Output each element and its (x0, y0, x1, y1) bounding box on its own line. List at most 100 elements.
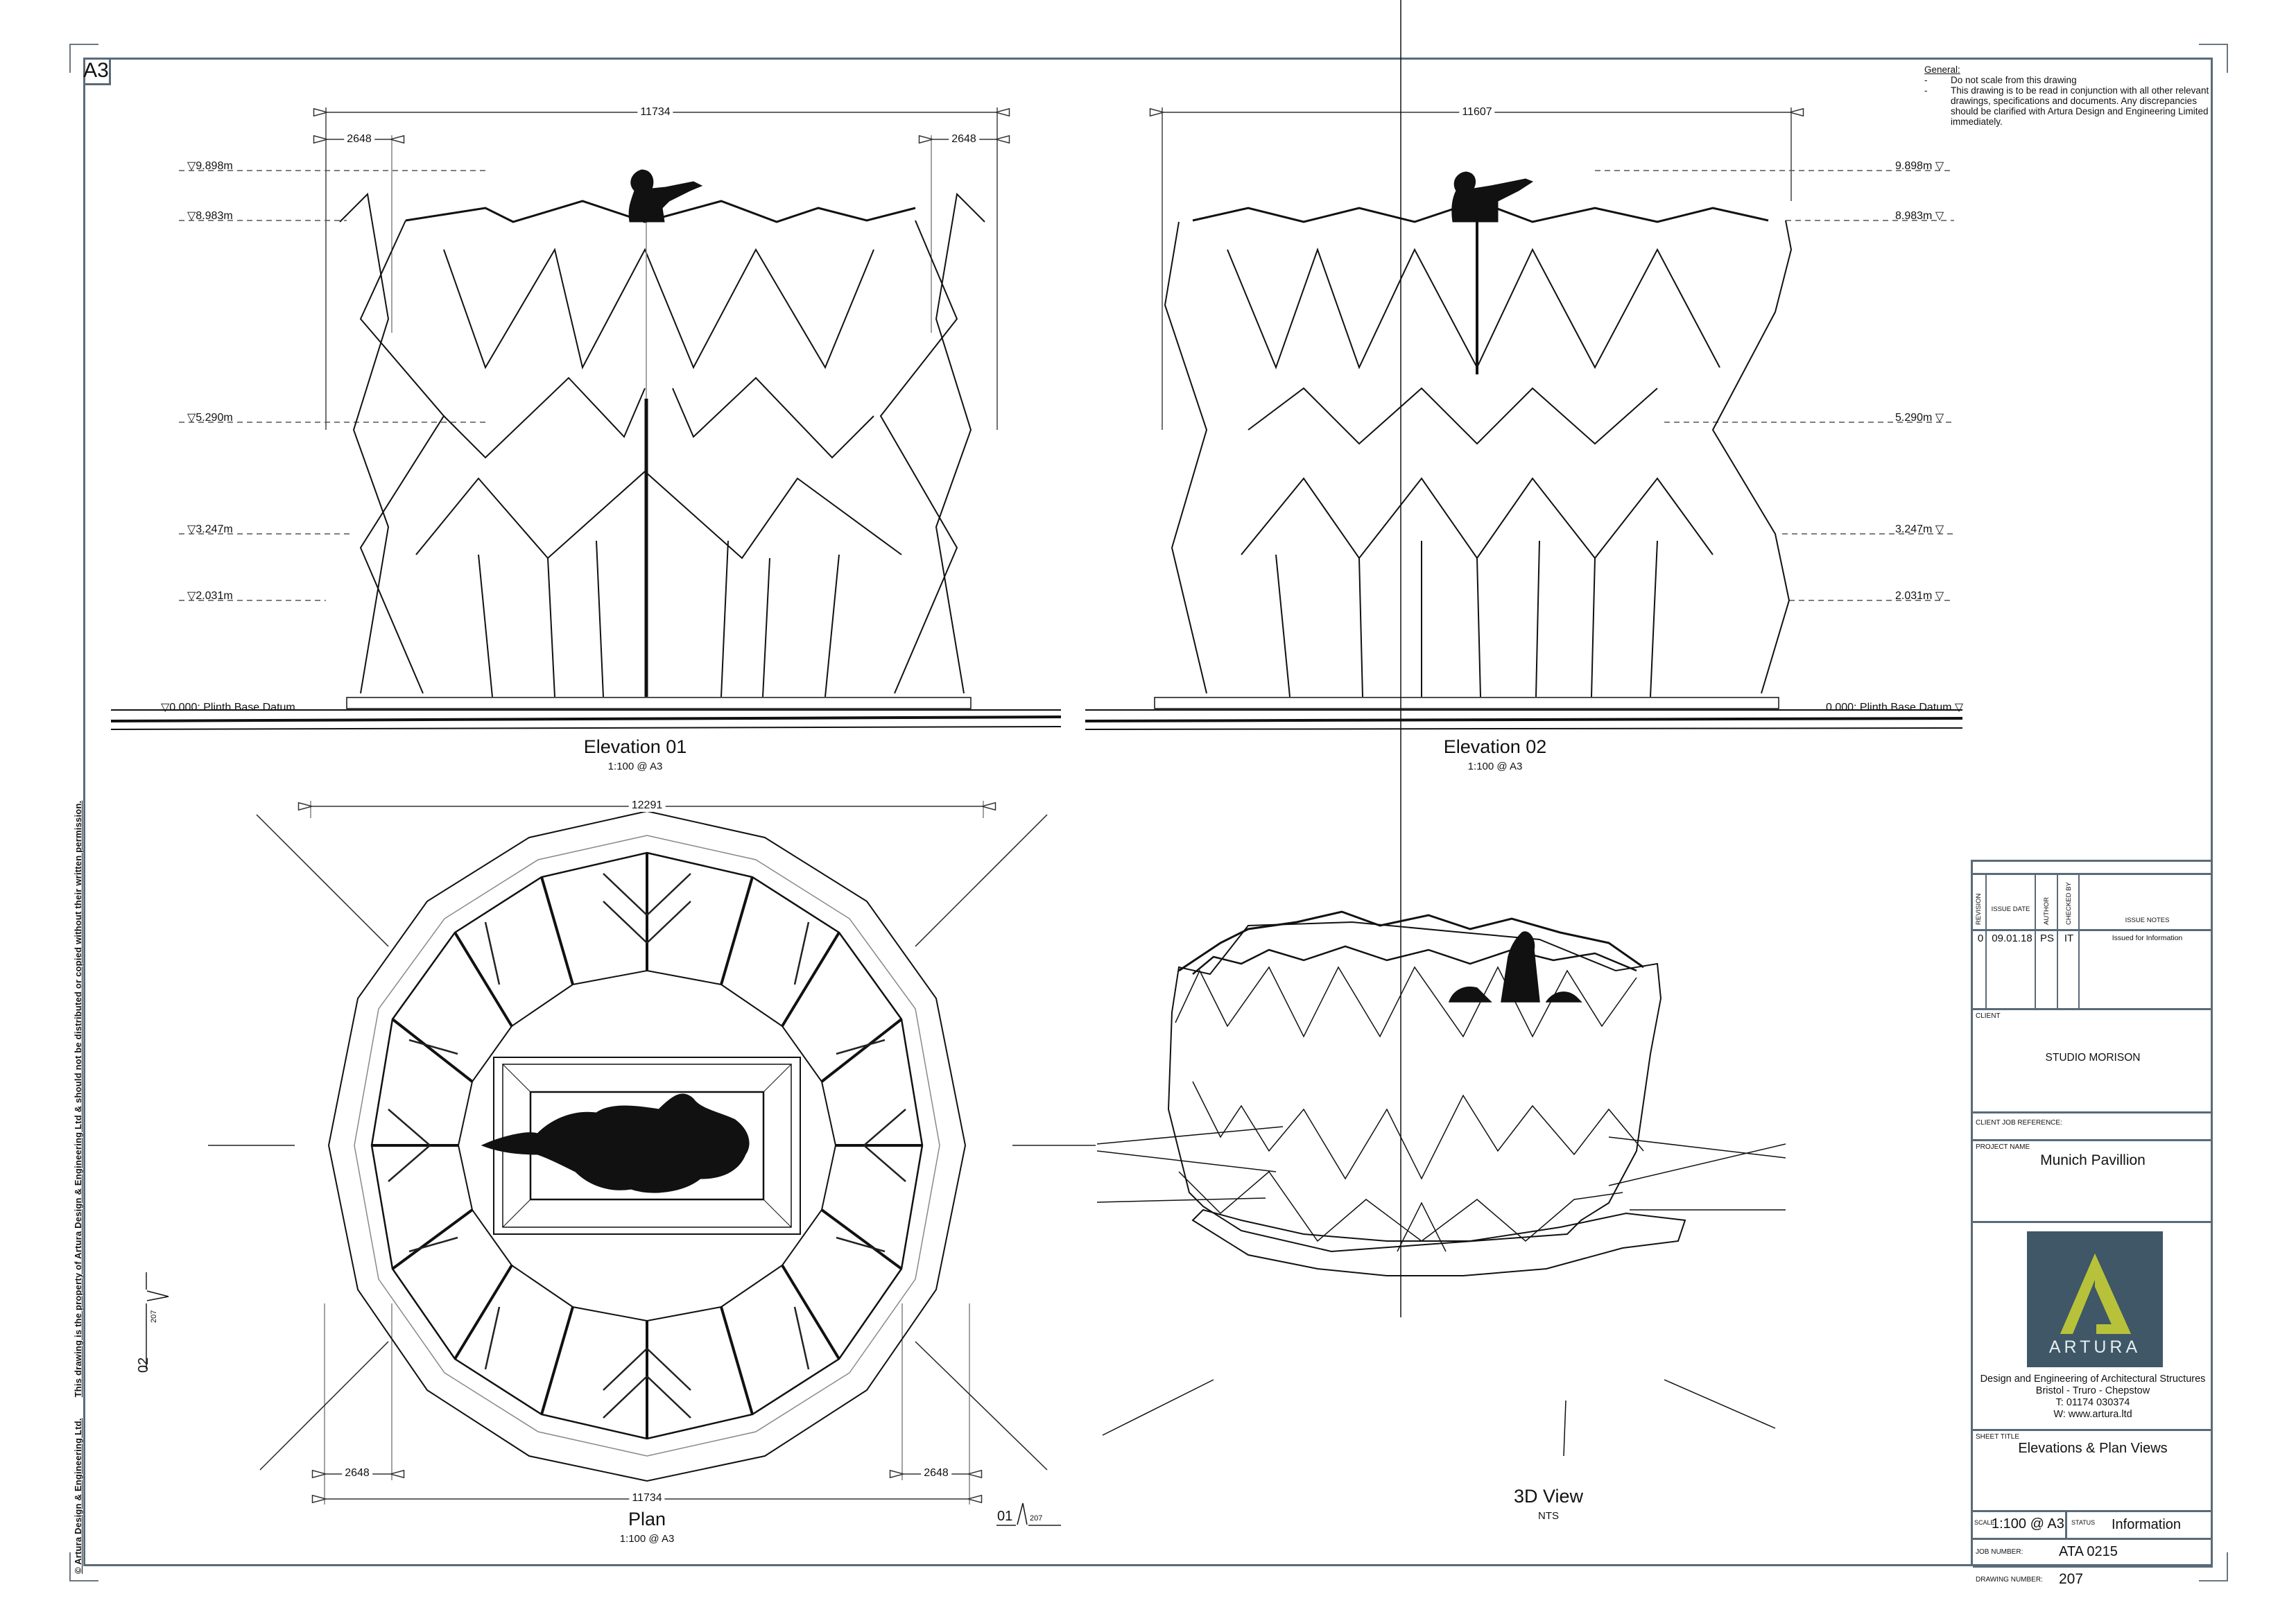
plan-left-dim: 2648 (342, 1467, 372, 1480)
job-number-row: JOB NUMBER: ATA 0215 (1973, 1540, 2213, 1568)
revision-header: REVISION (1975, 893, 1983, 925)
plan-caption: Plan 1:100 @ A3 (620, 1509, 675, 1545)
plan-drawing (208, 801, 1096, 1505)
client-label: CLIENT (1976, 1012, 2001, 1020)
elev01-level-5290: ▽5.290m (187, 412, 233, 424)
company-locations: Bristol - Truro - Chepstow (2035, 1385, 2150, 1396)
job-number: ATA 0215 (2059, 1544, 2118, 1559)
revision-value: 0 (1977, 933, 1984, 944)
note-item: This drawing is to be read in conjunctio… (1951, 85, 2209, 127)
title-block: REVISION ISSUE DATE AUTHOR CHECKED BY IS… (1971, 860, 2213, 1587)
artura-logo: ARTURA (2027, 1231, 2163, 1367)
revision-col: REVISION (1973, 875, 1987, 1008)
elev02-level-2031: 2.031m ▽ (1895, 590, 1944, 602)
plan-top-dim: 12291 (628, 799, 666, 812)
author-col: AUTHOR (2036, 875, 2058, 1008)
elev02-overall-dim: 11607 (1459, 106, 1495, 119)
author-header: AUTHOR (2043, 896, 2051, 925)
section-marker-02-number: 02 (136, 1357, 151, 1373)
revision-table: REVISION ISSUE DATE AUTHOR CHECKED BY IS… (1973, 875, 2213, 1010)
sculpture-silhouette (628, 169, 703, 223)
issue-notes-value: Issued for Information (2112, 934, 2183, 942)
company-website: W: www.artura.ltd (2053, 1409, 2132, 1420)
view-3d-title: 3D View (1513, 1486, 1584, 1507)
elev01-level-2031: ▽2.031m (187, 590, 233, 602)
drawing-number-label: DRAWING NUMBER: (1976, 1576, 2043, 1584)
elev02-datum: 0.000: Plinth Base Datum ▽ (1826, 702, 1964, 713)
title-block-top-strip (1973, 860, 2213, 875)
elevation-01-title: Elevation 01 (583, 736, 687, 757)
section-marker-01-sheet: 207 (1030, 1514, 1043, 1523)
client-name: STUDIO MORISON (2045, 1052, 2141, 1064)
elev01-overall-dim: 11734 (637, 106, 673, 119)
project-name-section: PROJECT NAME Munich Pavillion (1973, 1141, 2213, 1223)
sculpture-silhouette (1451, 171, 1534, 223)
crop-mark-top-left (69, 44, 98, 73)
issue-notes-header: ISSUE NOTES (2125, 917, 2170, 924)
company-phone: T: 01174 030374 (2055, 1397, 2130, 1408)
elevation-02-caption: Elevation 02 1:100 @ A3 (1444, 736, 1547, 772)
drawing-number-row: DRAWING NUMBER: 207 (1973, 1568, 2213, 1594)
checked-by-col: CHECKED BY (2058, 875, 2080, 1008)
general-notes: General: -Do not scale from this drawing… (1924, 64, 2216, 127)
elev01-level-8983: ▽8.983m (187, 210, 233, 222)
elev02-level-8983: 8.983m ▽ (1895, 210, 1944, 222)
sculpture-plan-silhouette (481, 1093, 750, 1193)
company-details: Design and Engineering of Architectural … (1973, 1373, 2213, 1421)
view-3d-caption: 3D View NTS (1514, 1486, 1583, 1522)
client-job-reference-label: CLIENT JOB REFERENCE: (1976, 1119, 2062, 1127)
plan-right-dim: 2648 (921, 1467, 951, 1480)
status-label: STATUS (2071, 1519, 2096, 1526)
drawing-number: 207 (2059, 1571, 2084, 1587)
elev02-level-9898: 9.898m ▽ (1895, 160, 1944, 172)
section-marker-01 (996, 1502, 1061, 1526)
crop-mark-top-right (2199, 44, 2228, 73)
crop-mark-bottom-right (2199, 1552, 2228, 1581)
plan-scale: 1:100 @ A3 (619, 1533, 675, 1545)
elev01-left-dim: 2648 (344, 133, 374, 146)
elev02-level-5290: 5.290m ▽ (1895, 412, 1944, 424)
sculpture-3d-silhouette (1501, 931, 1540, 1003)
elev02-level-3247: 3.247m ▽ (1895, 523, 1944, 535)
logo-wordmark: ARTURA (2048, 1337, 2141, 1357)
issue-date-value: 09.01.18 (1992, 933, 2032, 944)
status-value: Information (2112, 1517, 2182, 1532)
checked-by-header: CHECKED BY (2065, 882, 2073, 925)
company-section: ARTURA Design and Engineering of Archite… (1973, 1223, 2213, 1431)
section-marker-01-number: 01 (997, 1509, 1013, 1524)
revision-header-divider (1973, 929, 2213, 931)
elev01-level-9898: ▽9.898m (187, 160, 233, 172)
elev01-right-dim: 2648 (949, 133, 979, 146)
general-notes-heading: General: (1924, 64, 1960, 75)
elevation-02-title: Elevation 02 (1443, 736, 1547, 757)
view-3d-scale: NTS (1538, 1510, 1559, 1522)
section-marker-02-sheet: 207 (150, 1310, 158, 1323)
issue-date-header: ISSUE DATE (1991, 905, 2030, 913)
client-job-reference-section: CLIENT JOB REFERENCE: (1973, 1113, 2213, 1141)
project-name-label: PROJECT NAME (1976, 1143, 2030, 1151)
artura-a-icon (2060, 1254, 2131, 1334)
job-number-label: JOB NUMBER: (1976, 1548, 2023, 1556)
note-item: Do not scale from this drawing (1951, 75, 2077, 85)
elevation-01-scale: 1:100 @ A3 (607, 761, 663, 772)
scale-label: SCALE (1974, 1519, 1995, 1526)
client-section: CLIENT STUDIO MORISON (1973, 1010, 2213, 1113)
sheet-title: Elevations & Plan Views (2018, 1441, 2168, 1456)
elevation-02-drawing (1085, 107, 1963, 730)
elevation-01-drawing (110, 107, 1062, 730)
scale-cell: SCALE 1:100 @ A3 (1973, 1512, 2067, 1538)
sheet-title-section: SHEET TITLE Elevations & Plan Views (1973, 1431, 2213, 1512)
view-3d-drawing (1096, 0, 1786, 1457)
project-name: Munich Pavillion (2040, 1152, 2146, 1168)
sheet-size-label: A3 (83, 58, 111, 85)
crop-mark-bottom-left (69, 1552, 98, 1581)
elev01-datum: ▽0.000: Plinth Base Datum (161, 702, 295, 713)
checked-by-value: IT (2064, 933, 2074, 944)
elevation-01-caption: Elevation 01 1:100 @ A3 (584, 736, 687, 772)
sheet-title-label: SHEET TITLE (1976, 1433, 2019, 1441)
plan-title: Plan (628, 1509, 666, 1529)
sheet-border (83, 58, 2213, 1566)
section-marker-02 (146, 1272, 169, 1369)
elevation-02-scale: 1:100 @ A3 (1467, 761, 1523, 772)
